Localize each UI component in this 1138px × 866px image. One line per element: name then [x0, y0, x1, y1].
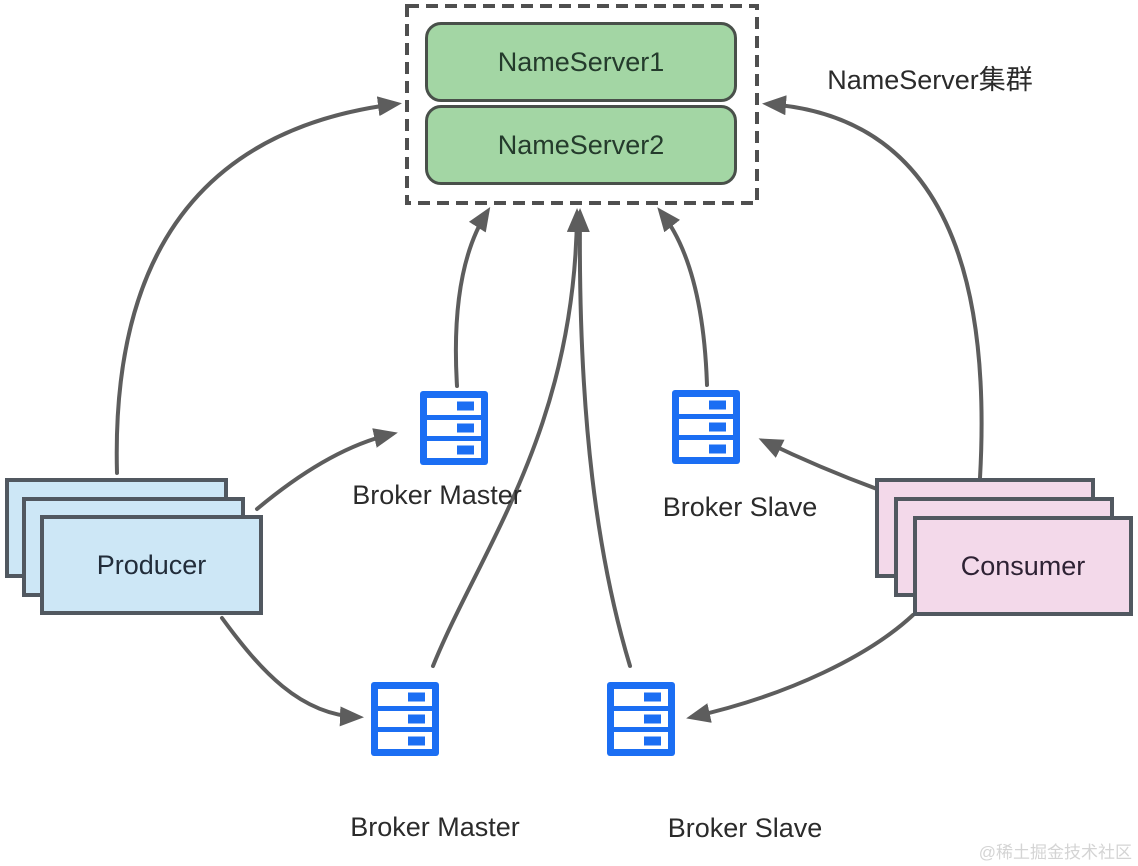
- server-drawer: [378, 689, 432, 706]
- drawer-handle: [408, 692, 425, 702]
- server-drawer: [679, 440, 733, 458]
- arrow-consumer-to-broker-slave-bottom: [686, 613, 915, 723]
- drawer-handle: [644, 714, 661, 724]
- server-drawer: [679, 397, 733, 414]
- drawer-handle: [408, 736, 425, 746]
- drawer-handle: [457, 401, 474, 411]
- nameserver-cluster-label: NameServer集群: [827, 65, 1033, 95]
- arrow-consumer-to-broker-slave-top: [758, 438, 879, 491]
- server-icon: [420, 391, 488, 465]
- nameserver1-label: NameServer1: [497, 46, 665, 77]
- server-drawer: [427, 419, 481, 437]
- drawer-handle: [709, 400, 726, 410]
- producer-label: Producer: [96, 549, 207, 580]
- watermark: @稀土掘金技术社区: [978, 843, 1132, 862]
- server-icon: [371, 682, 439, 756]
- drawer-handle: [709, 422, 726, 432]
- server-icon: [607, 682, 675, 756]
- drawer-handle: [644, 736, 661, 746]
- arrow-broker-master-top-to-nameserver: [453, 206, 491, 388]
- arrow-broker-slave-top-to-nameserver: [657, 207, 709, 387]
- drawer-handle: [457, 423, 474, 433]
- server-drawer: [614, 710, 668, 728]
- nameserver2-node: NameServer2: [425, 105, 737, 185]
- server-drawer: [378, 732, 432, 750]
- server-drawer: [427, 398, 481, 415]
- arrow-producer-to-nameserver: [114, 96, 402, 475]
- nameserver1-node: NameServer1: [425, 22, 737, 102]
- nameserver2-label: NameServer2: [497, 129, 665, 160]
- drawer-handle: [644, 692, 661, 702]
- broker-master-bottom-label: Broker Master: [350, 812, 520, 842]
- arrow-consumer-to-nameserver: [762, 95, 984, 480]
- broker-master-top-label: Broker Master: [352, 480, 522, 510]
- consumer-card-front: Consumer: [913, 516, 1133, 616]
- arrow-producer-to-broker-master-bottom: [220, 616, 364, 727]
- server-drawer: [614, 732, 668, 750]
- drawer-handle: [457, 445, 474, 455]
- server-drawer: [679, 418, 733, 436]
- broker-slave-top-label: Broker Slave: [662, 492, 818, 522]
- server-drawer: [614, 689, 668, 706]
- drawer-handle: [408, 714, 425, 724]
- consumer-label: Consumer: [960, 550, 1086, 581]
- drawer-handle: [709, 444, 726, 454]
- server-icon: [672, 390, 740, 464]
- producer-card-front: Producer: [40, 515, 263, 615]
- broker-slave-bottom-label: Broker Slave: [667, 813, 823, 843]
- arrow-broker-slave-bottom-to-nameserver: [569, 208, 632, 668]
- server-drawer: [378, 710, 432, 728]
- server-drawer: [427, 441, 481, 459]
